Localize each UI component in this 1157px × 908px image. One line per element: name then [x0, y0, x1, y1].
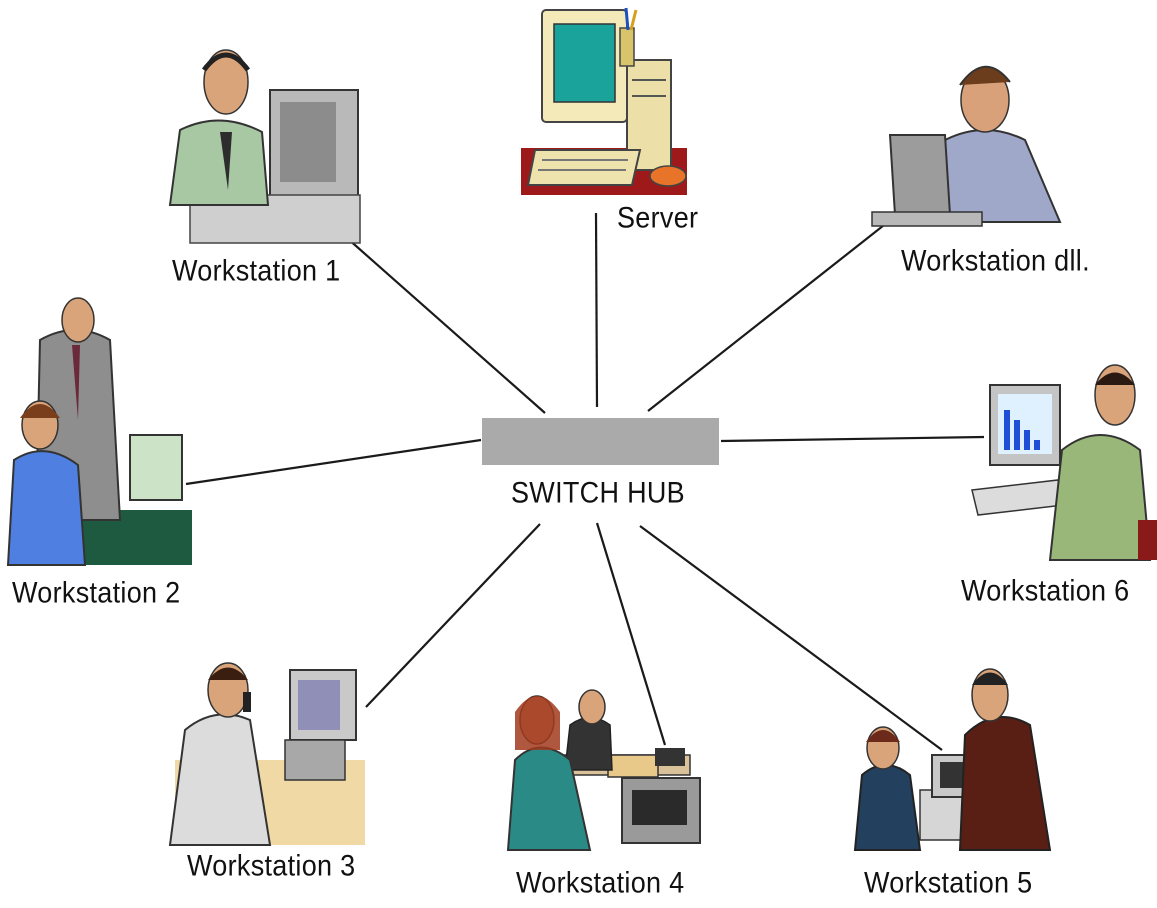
link-ws4 — [595, 522, 667, 746]
server-label: Server — [617, 201, 699, 235]
link-ws1 — [346, 237, 546, 414]
two-people-at-terminal-icon — [853, 668, 1052, 851]
man-at-computer-with-chart-icon — [971, 364, 1157, 561]
link-ws5 — [639, 525, 943, 751]
workstation-dll-label: Workstation dll. — [901, 244, 1090, 278]
two-people-at-computer-icon — [6, 297, 192, 566]
switch-hub — [482, 418, 719, 465]
woman-at-counter-icon — [506, 689, 701, 851]
link-wsdll — [647, 217, 894, 412]
workstation-3-label: Workstation 3 — [187, 849, 356, 883]
link-server — [594, 212, 599, 408]
workstation-4-label: Workstation 4 — [516, 866, 685, 900]
workstation-6-label: Workstation 6 — [961, 574, 1130, 608]
workstation-5-label: Workstation 5 — [864, 866, 1033, 900]
workstation-2-label: Workstation 2 — [12, 576, 181, 610]
server-computer-icon — [521, 7, 687, 195]
link-ws2 — [185, 438, 482, 486]
man-on-phone-at-computer-icon — [168, 662, 365, 846]
link-ws6 — [720, 435, 985, 443]
man-with-laptop-icon — [871, 65, 1062, 227]
switch-hub-label: SWITCH HUB — [511, 476, 685, 510]
link-ws3 — [365, 523, 541, 708]
man-at-computer-icon — [168, 49, 361, 244]
workstation-1-label: Workstation 1 — [172, 254, 341, 288]
